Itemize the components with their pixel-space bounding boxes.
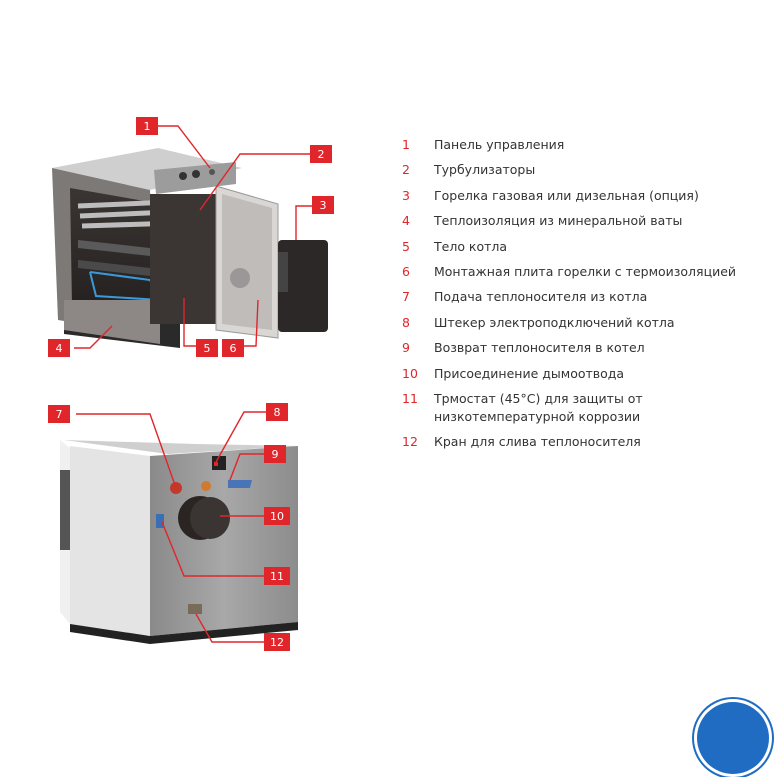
legend-number: 12 [402,434,418,450]
svg-text:5: 5 [204,342,211,355]
svg-text:8: 8 [274,406,281,419]
callout-4: 4 [48,339,70,357]
legend-label: Присоединение дымоотвода [434,365,625,381]
legend-item: 1 Панель управления [396,136,766,154]
callout-9: 9 [264,445,286,463]
callout-11: 11 [264,567,290,585]
legend-label: низкотемпературной коррозии [434,408,641,424]
blue-circle-badge [697,702,769,774]
boiler-rear-view [60,440,298,644]
legend-number: 9 [402,340,410,356]
legend-item: 4 Теплоизоляция из минеральной ваты [396,212,766,230]
legend-label: Панель управления [434,137,565,152]
legend-number: 8 [402,314,410,330]
svg-text:1: 1 [144,120,151,133]
svg-text:7: 7 [56,408,63,421]
svg-text:6: 6 [230,342,237,355]
legend-item: 6 Монтажная плита горелки с термоизоляцие… [396,263,766,281]
svg-text:3: 3 [320,199,327,212]
callout-8: 8 [266,403,288,421]
svg-text:10: 10 [270,510,284,523]
legend-label: Кран для слива теплоносителя [434,434,641,450]
legend-number: 2 [402,162,410,178]
legend-number: 11 [402,390,418,406]
legend-label: Тело котла [434,238,508,254]
callout-12: 12 [264,633,290,651]
legend-number: 10 [402,365,418,381]
callout-3: 3 [312,196,334,214]
callout-1: 1 [136,117,158,135]
legend-number: 5 [402,238,410,254]
svg-text:9: 9 [272,448,279,461]
legend-item: 12 Кран для слива теплоносителя [396,433,766,451]
legend-number: 1 [402,137,410,152]
svg-text:12: 12 [270,636,284,649]
legend: 1 Панель управления 2 Турбулизаторы 3 Горел… [396,136,766,459]
boiler-open-view [52,148,328,348]
svg-text:2: 2 [318,148,325,161]
callout-10: 10 [264,507,290,525]
legend-label: Подача теплоносителя из котла [434,289,648,305]
legend-label: Теплоизоляция из минеральной ваты [434,213,683,229]
svg-text:11: 11 [270,570,284,583]
legend-number: 6 [402,263,410,279]
legend-label: Монтажная плита горелки с термоизоляцией [434,263,737,279]
legend-label: Трмостат (45°С) для защиты от [434,390,643,406]
callout-2: 2 [310,145,332,163]
legend-number: 7 [402,289,410,305]
legend-number: 4 [402,213,410,229]
leader-lines [74,125,312,643]
legend-label: Возврат теплоносителя в котел [434,340,645,356]
svg-text:4: 4 [56,342,63,355]
legend-label: Штекер электроподключений котла [434,314,675,330]
callout-6: 6 [222,339,244,357]
legend-item: 2 Турбулизаторы [396,161,766,179]
callout-7: 7 [48,405,70,423]
legend-item: 8 Штекер электроподключений котла [396,314,766,332]
legend-label: Горелка газовая или дизельная (опция) [434,187,699,203]
legend-number: 3 [402,187,410,203]
legend-label: Турбулизаторы [434,162,536,178]
legend-item: 5 Тело котла [396,238,766,256]
legend-item: 11 Трмостат (45°С) для защиты от низкотемп… [396,390,766,426]
legend-item: 7 Подача теплоносителя из котла [396,288,766,306]
callout-5: 5 [196,339,218,357]
legend-item: 9 Возврат теплоносителя в котел [396,339,766,357]
legend-item: 3 Горелка газовая или дизельная (опция) [396,187,766,205]
legend-item: 10 Присоединение дымоотвода [396,365,766,383]
